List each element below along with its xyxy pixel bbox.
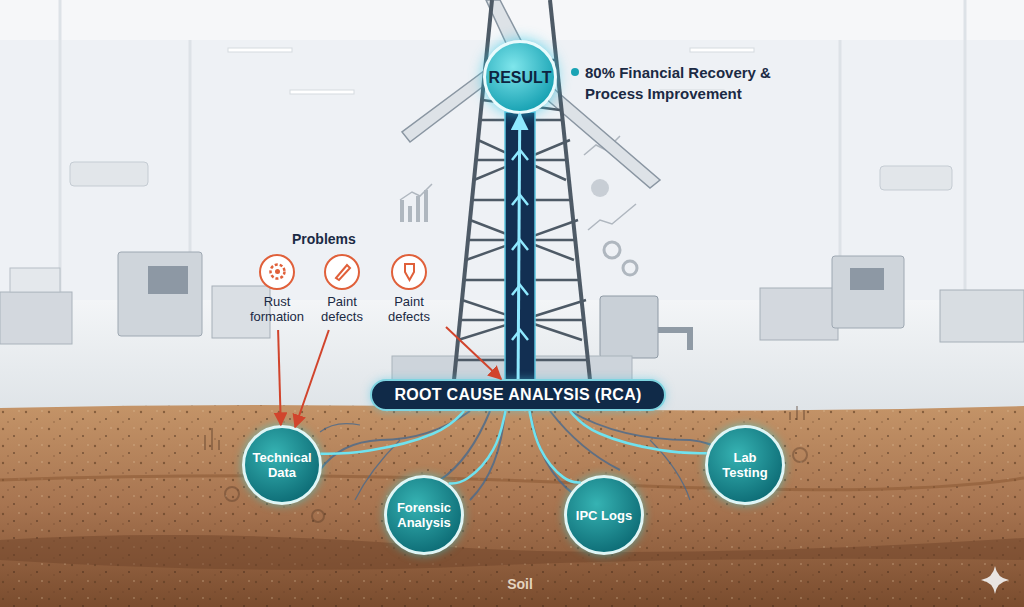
result-bullet-part [571, 68, 579, 76]
result-bullet [571, 68, 579, 76]
source-circle: Lab Testing [705, 425, 785, 505]
roots-part [570, 411, 720, 450]
gear-glyph [270, 265, 284, 279]
root-line [449, 411, 506, 484]
roots-part [470, 411, 505, 500]
factory-room-part [70, 162, 148, 186]
problem-arrow [446, 327, 501, 379]
faint-charts-part [402, 190, 426, 222]
node-text: Lab Testing [708, 450, 782, 480]
result-flow [518, 114, 520, 379]
soil-ground-part [0, 405, 1024, 607]
root-line [320, 411, 464, 454]
faint-charts-part [623, 261, 637, 275]
machinery-part [832, 256, 904, 328]
brush-glyph [336, 265, 350, 280]
source-circle: Technical Data [242, 425, 322, 505]
faint-soil-icons-part [790, 406, 804, 420]
problem-icon: Paint defects [305, 254, 379, 330]
energy-channel [505, 112, 535, 380]
energy-channel-part [505, 112, 535, 380]
icon-circle [324, 254, 360, 290]
soil-ground-part [0, 405, 1024, 607]
roots-part [650, 440, 690, 500]
root-line [529, 411, 580, 482]
faint-soil-icons-part [793, 448, 807, 462]
icon-glyph [394, 256, 425, 287]
machinery-part [600, 296, 658, 358]
roots-part [530, 411, 575, 495]
factory-room-part [964, 0, 967, 300]
machinery-part [0, 292, 72, 344]
roots-part [320, 411, 470, 470]
faint-charts-part [604, 242, 620, 258]
problem-icon: Rust formation [240, 254, 314, 330]
faint-soil-icons-part [312, 510, 324, 522]
watermark-sparkle-part [981, 566, 1009, 594]
node-text: IPC Logs [568, 508, 640, 523]
machinery-part [118, 252, 202, 336]
lattice-tower-part [550, 0, 590, 380]
faint-soil-icons-part [225, 487, 239, 501]
machinery-part [760, 288, 838, 340]
lattice-tower [454, 0, 590, 380]
problem-arrow [278, 330, 281, 425]
faint-charts-part [588, 204, 636, 230]
soil-ground-part [0, 535, 1024, 570]
factory-room-part [690, 48, 754, 52]
faint-charts-part [400, 184, 432, 200]
machinery-part [148, 266, 188, 294]
icon-glyph [327, 256, 358, 287]
roots-part [440, 411, 490, 480]
node-text: Paint defects [305, 294, 379, 324]
icon-glyph [262, 256, 293, 287]
node-text: RESULT [481, 70, 560, 85]
machinery-part [850, 268, 884, 290]
source-circle: IPC Logs [564, 475, 644, 555]
section-heading: Problems [292, 231, 382, 247]
result-circle: RESULT [483, 40, 557, 114]
soil-ground-part [0, 476, 1024, 490]
factory-room-part [880, 166, 952, 190]
problem-arrow [295, 330, 329, 427]
ground-label: Soil [500, 576, 540, 592]
lattice-tower-part [454, 0, 492, 380]
faint-soil-icons [205, 406, 807, 522]
watermark-sparkle [981, 566, 1009, 594]
machinery-part [10, 268, 60, 292]
node-text: Technical Data [245, 450, 320, 480]
machinery-part [658, 330, 690, 350]
roots [320, 411, 720, 500]
factory-room-part [290, 90, 354, 94]
factory-room-part [59, 0, 62, 300]
paint-glyph [405, 264, 414, 280]
rca-band: ROOT CAUSE ANALYSIS (RCA) [370, 379, 666, 411]
faint-charts-part [591, 179, 609, 197]
node-text: Paint defects [372, 294, 446, 324]
problem-icon: Paint defects [372, 254, 446, 330]
roots-part [320, 424, 360, 432]
node-text: ROOT CAUSE ANALYSIS (RCA) [394, 386, 641, 404]
node-text: Rust formation [240, 294, 314, 324]
node-text: Forensic Analysis [387, 500, 461, 530]
energy-channel-part [512, 150, 528, 340]
soil-ground [0, 405, 1024, 607]
result-note: 80% Financial Recovery & Process Improve… [585, 62, 785, 104]
gear-glyph [275, 269, 280, 274]
machinery-part [940, 290, 1024, 342]
factory-room-part [228, 48, 292, 52]
icon-circle [259, 254, 295, 290]
icon-circle [391, 254, 427, 290]
source-circle: Forensic Analysis [384, 475, 464, 555]
faint-soil-icons-part [205, 428, 219, 450]
root-line [570, 411, 707, 453]
